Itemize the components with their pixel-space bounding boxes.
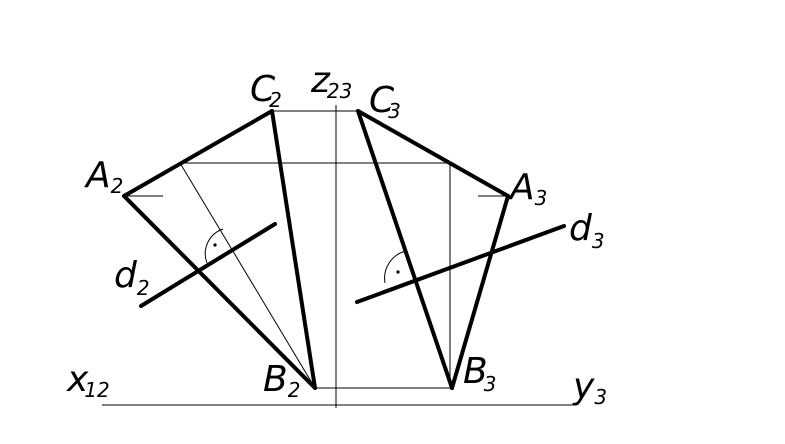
right-angle-arc-front [204,228,224,264]
line-d3 [355,224,566,304]
right-angle-dot-front [213,243,217,247]
label-c3: C3 [369,80,401,123]
height-line-front [179,162,316,389]
right-angle-arc-side [384,250,407,284]
label-b2: B2 [263,359,300,402]
segment-a2-b2 [122,194,317,390]
label-a2: A2 [84,155,123,198]
label-y3: y3 [572,366,607,409]
label-a3: A3 [508,167,547,210]
label-d3: d3 [569,208,605,253]
segment-a2-c2 [122,109,274,198]
label-z23: z23 [310,60,352,103]
label-d2: d2 [114,255,150,300]
label-b3: B3 [463,351,496,396]
segment-c3-b3 [356,109,454,390]
label-c2: C2 [250,69,282,112]
segment-c2-b2 [270,109,317,390]
segment-c3-a3 [356,109,510,198]
label-x12: x12 [66,359,110,402]
segment-a3-b3 [450,194,510,390]
right-angle-dot-side [396,270,400,274]
line-d2 [139,222,277,308]
